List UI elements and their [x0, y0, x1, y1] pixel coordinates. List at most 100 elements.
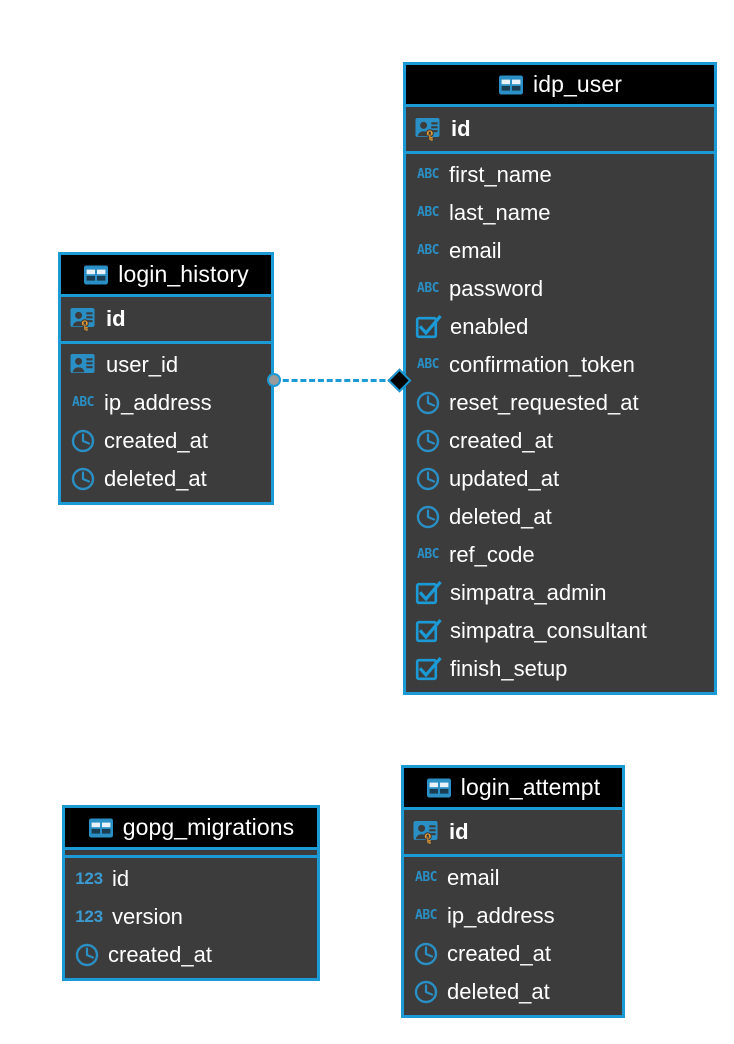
primary-key-section: id: [61, 297, 271, 344]
field-row-first_name[interactable]: ABC first_name: [406, 156, 714, 194]
field-label: first_name: [449, 162, 552, 187]
primary-key-row-id[interactable]: id: [406, 107, 714, 151]
boolean-type-icon: [415, 580, 442, 606]
field-label: id: [451, 116, 471, 141]
field-row-created_at[interactable]: created_at: [404, 935, 622, 973]
entity-header-login_history[interactable]: login_history: [61, 255, 271, 297]
timestamp-type-icon: [74, 942, 100, 968]
field-label: ref_code: [449, 542, 535, 567]
field-label: email: [447, 865, 500, 890]
entity-header-gopg_migrations[interactable]: gopg_migrations: [65, 808, 317, 850]
entity-header-login_attempt[interactable]: login_attempt: [404, 768, 622, 810]
relationship-source-circle-marker[interactable]: [267, 373, 281, 387]
primary-key-icon: [70, 306, 98, 332]
timestamp-type-icon: [415, 466, 441, 492]
field-row-user_id[interactable]: user_id: [61, 346, 271, 384]
field-row-email[interactable]: ABC email: [406, 232, 714, 270]
field-label: created_at: [104, 428, 208, 453]
field-row-enabled[interactable]: enabled: [406, 308, 714, 346]
field-row-reset_requested_at[interactable]: reset_requested_at: [406, 384, 714, 422]
field-row-finish_setup[interactable]: finish_setup: [406, 650, 714, 688]
timestamp-type-icon: [413, 979, 439, 1005]
field-label: created_at: [447, 941, 551, 966]
string-type-icon: ABC: [417, 280, 439, 297]
field-row-ref_code[interactable]: ABC ref_code: [406, 536, 714, 574]
primary-key-icon: [413, 819, 441, 845]
primary-key-row-id[interactable]: id: [61, 297, 271, 341]
primary-key-section: id: [404, 810, 622, 857]
field-row-created_at[interactable]: created_at: [65, 936, 317, 974]
field-label: version: [112, 904, 183, 929]
table-icon: [498, 74, 524, 96]
string-type-icon: ABC: [415, 869, 437, 886]
entity-header-idp_user[interactable]: idp_user: [406, 65, 714, 107]
field-label: ip_address: [104, 390, 212, 415]
table-icon: [88, 817, 114, 839]
table-icon: [83, 264, 109, 286]
string-type-icon: ABC: [72, 394, 94, 411]
field-label: simpatra_admin: [450, 580, 607, 605]
timestamp-type-icon: [70, 466, 96, 492]
field-row-deleted_at[interactable]: deleted_at: [61, 460, 271, 498]
field-label: ip_address: [447, 903, 555, 928]
field-label: reset_requested_at: [449, 390, 639, 415]
field-label: enabled: [450, 314, 529, 339]
field-row-simpatra_admin[interactable]: simpatra_admin: [406, 574, 714, 612]
field-label: confirmation_token: [449, 352, 635, 377]
field-row-updated_at[interactable]: updated_at: [406, 460, 714, 498]
field-label: last_name: [449, 200, 551, 225]
field-label: deleted_at: [104, 466, 207, 491]
field-label: id: [106, 306, 126, 331]
field-row-last_name[interactable]: ABC last_name: [406, 194, 714, 232]
timestamp-type-icon: [415, 390, 441, 416]
primary-key-row-id[interactable]: id: [404, 810, 622, 854]
number-type-icon: 123: [75, 869, 103, 888]
field-row-email[interactable]: ABC email: [404, 859, 622, 897]
relationship-line-login_history-to-idp_user[interactable]: [274, 379, 403, 382]
field-row-simpatra_consultant[interactable]: simpatra_consultant: [406, 612, 714, 650]
timestamp-type-icon: [413, 941, 439, 967]
entity-title: idp_user: [532, 71, 623, 97]
timestamp-type-icon: [70, 428, 96, 454]
field-row-created_at[interactable]: created_at: [406, 422, 714, 460]
string-type-icon: ABC: [417, 204, 439, 221]
boolean-type-icon: [415, 618, 442, 644]
timestamp-type-icon: [415, 428, 441, 454]
string-type-icon: ABC: [417, 166, 439, 183]
table-icon: [426, 777, 452, 799]
timestamp-type-icon: [415, 504, 441, 530]
field-label: user_id: [106, 352, 179, 377]
entity-title: login_history: [118, 261, 249, 287]
boolean-type-icon: [415, 314, 442, 340]
string-type-icon: ABC: [417, 242, 439, 259]
field-label: email: [449, 238, 502, 263]
field-label: updated_at: [449, 466, 560, 491]
string-type-icon: ABC: [417, 546, 439, 563]
entity-title: gopg_migrations: [122, 814, 295, 840]
field-row-created_at[interactable]: created_at: [61, 422, 271, 460]
field-label: deleted_at: [447, 979, 550, 1004]
field-label: created_at: [108, 942, 212, 967]
field-row-deleted_at[interactable]: deleted_at: [406, 498, 714, 536]
field-label: finish_setup: [450, 656, 568, 681]
field-label: deleted_at: [449, 504, 552, 529]
field-row-deleted_at[interactable]: deleted_at: [404, 973, 622, 1011]
entity-title: login_attempt: [460, 774, 601, 800]
field-row-ip_address[interactable]: ABC ip_address: [61, 384, 271, 422]
boolean-type-icon: [415, 656, 442, 682]
field-label: created_at: [449, 428, 553, 453]
